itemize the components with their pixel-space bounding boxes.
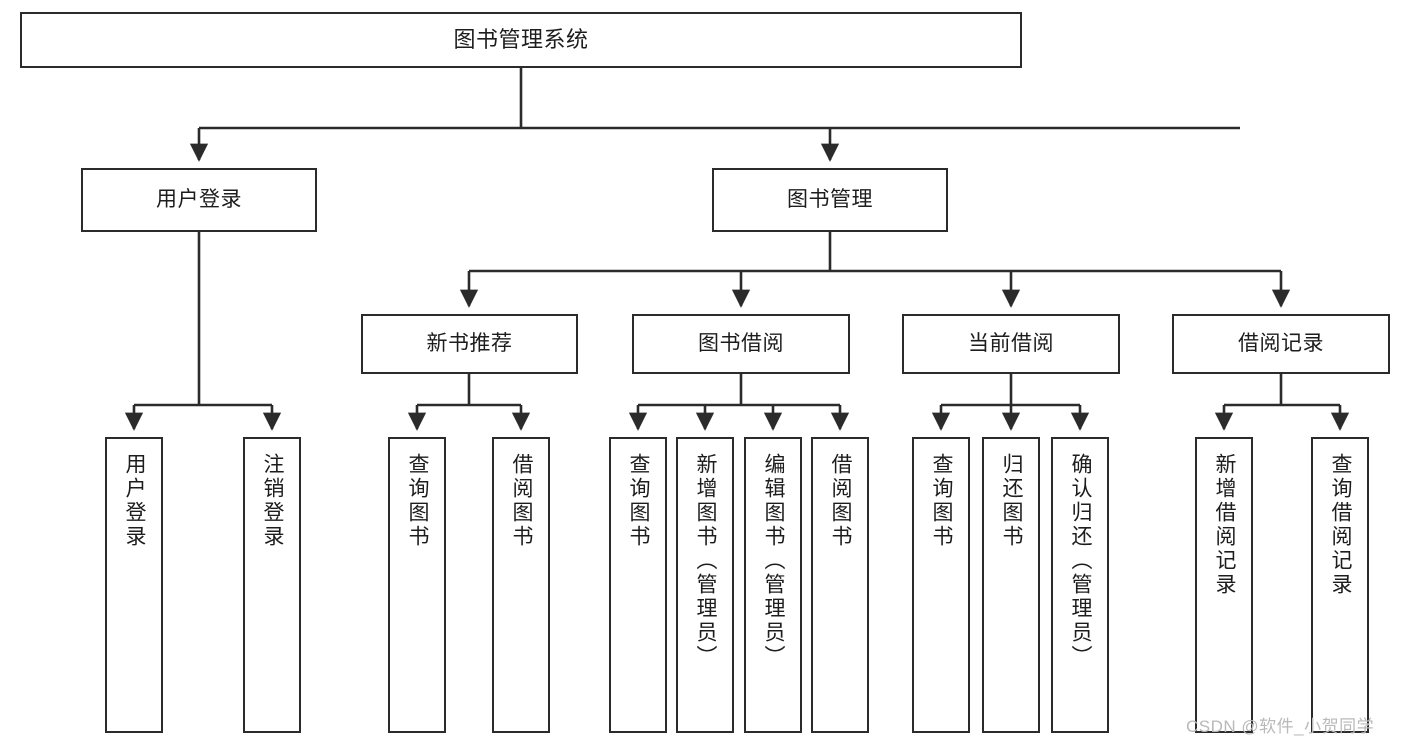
leaf-add-borrow-record[interactable]: 新增借阅记录 bbox=[1195, 437, 1253, 733]
leaf-return-book[interactable]: 归还图书 bbox=[982, 437, 1040, 733]
watermark: CSDN @软件_小贺同学 bbox=[1186, 717, 1375, 736]
node-label: 图书管理系统 bbox=[453, 27, 589, 53]
node-label: 借阅图书 bbox=[829, 453, 853, 549]
leaf-query-book-current[interactable]: 查询图书 bbox=[912, 437, 970, 733]
leaf-confirm-return-admin[interactable]: 确认归还（管理员） bbox=[1051, 437, 1109, 733]
node-root-system[interactable]: 图书管理系统 bbox=[20, 12, 1022, 68]
node-label: 当前借阅 bbox=[968, 332, 1054, 356]
node-new-book-recommend[interactable]: 新书推荐 bbox=[361, 314, 578, 374]
node-label: 用户登录 bbox=[123, 453, 147, 549]
node-book-borrow[interactable]: 图书借阅 bbox=[632, 314, 850, 374]
node-label: 查询借阅记录 bbox=[1329, 453, 1353, 597]
node-label: 归还图书 bbox=[1000, 453, 1024, 549]
node-label: 新增借阅记录 bbox=[1213, 453, 1237, 597]
leaf-query-book-borrow[interactable]: 查询图书 bbox=[609, 437, 667, 733]
node-label: 确认归还（管理员） bbox=[1069, 453, 1093, 669]
node-label: 查询图书 bbox=[627, 453, 651, 549]
leaf-user-logout[interactable]: 注销登录 bbox=[243, 437, 301, 733]
leaf-edit-book-admin[interactable]: 编辑图书（管理员） bbox=[744, 437, 802, 733]
node-label: 注销登录 bbox=[261, 453, 285, 549]
node-label: 查询图书 bbox=[930, 453, 954, 549]
node-user-login[interactable]: 用户登录 bbox=[81, 168, 317, 232]
node-label: 借阅记录 bbox=[1238, 332, 1324, 356]
leaf-query-book-recommend[interactable]: 查询图书 bbox=[388, 437, 446, 733]
leaf-query-borrow-record[interactable]: 查询借阅记录 bbox=[1311, 437, 1369, 733]
node-label: 用户登录 bbox=[156, 188, 242, 212]
node-label: 新增图书（管理员） bbox=[694, 453, 718, 669]
node-book-management[interactable]: 图书管理 bbox=[712, 168, 948, 232]
node-label: 图书借阅 bbox=[698, 332, 784, 356]
leaf-borrow-book[interactable]: 借阅图书 bbox=[811, 437, 869, 733]
leaf-add-book-admin[interactable]: 新增图书（管理员） bbox=[676, 437, 734, 733]
leaf-user-login[interactable]: 用户登录 bbox=[105, 437, 163, 733]
node-label: 新书推荐 bbox=[426, 332, 513, 356]
node-label: 借阅图书 bbox=[510, 453, 534, 549]
node-current-borrow[interactable]: 当前借阅 bbox=[902, 314, 1120, 374]
node-borrow-record[interactable]: 借阅记录 bbox=[1172, 314, 1390, 374]
leaf-borrow-book-recommend[interactable]: 借阅图书 bbox=[492, 437, 550, 733]
node-label: 图书管理 bbox=[787, 188, 873, 212]
node-label: 编辑图书（管理员） bbox=[762, 453, 786, 669]
node-label: 查询图书 bbox=[406, 453, 430, 549]
